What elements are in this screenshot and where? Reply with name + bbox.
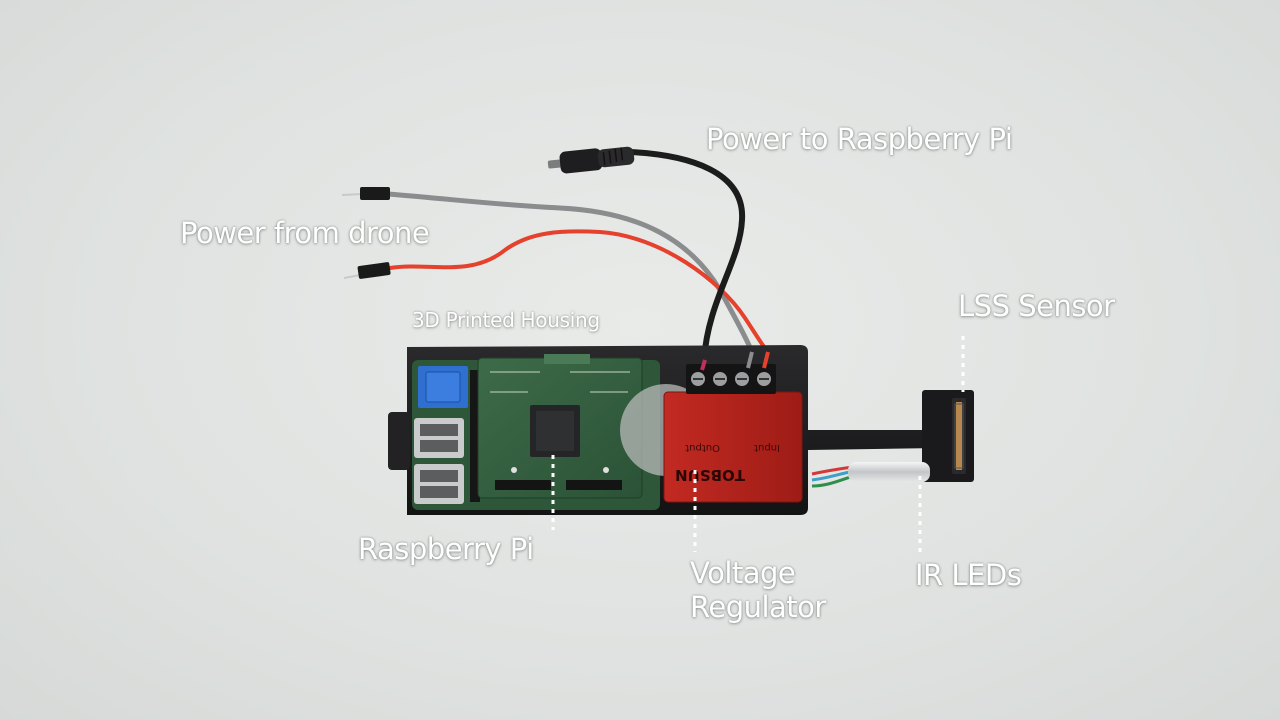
- label-ir-leds: IR LEDs: [915, 558, 1022, 592]
- micro-usb-plug-icon: [547, 146, 635, 174]
- label-raspberry-pi: Raspberry Pi: [358, 532, 534, 566]
- cpu-chip-icon: [530, 405, 580, 457]
- regulator-brand: TOBSUN: [675, 466, 745, 484]
- leader-lines: [551, 336, 965, 556]
- regulator-input-text: Input: [754, 442, 780, 453]
- label-power-to-raspberry-pi: Power to Raspberry Pi: [706, 122, 1013, 156]
- label-power-from-drone: Power from drone: [180, 216, 430, 250]
- label-lss-sensor: LSS Sensor: [958, 289, 1115, 323]
- ir-led-cable: [811, 462, 930, 488]
- label-voltage-regulator-line2: Regulator: [690, 590, 826, 624]
- gray-wire: [385, 191, 755, 355]
- label-3d-printed-housing: 3D Printed Housing: [412, 308, 600, 332]
- black-wire: [627, 149, 746, 363]
- usb-port-icon: [414, 464, 464, 504]
- sensor-window-icon: [954, 403, 964, 469]
- jumper-pin-icon: [341, 187, 390, 200]
- voltage-regulator: TOBSUN Output Input: [663, 391, 803, 503]
- jumper-pin-icon: [343, 262, 391, 279]
- red-wire: [388, 229, 770, 354]
- terminal-block-icon: [686, 364, 776, 394]
- hat-board: [477, 354, 643, 499]
- label-voltage-regulator-line1: Voltage: [690, 556, 796, 590]
- usb-port-icon: [414, 418, 464, 458]
- regulator-output-text: Output: [685, 442, 720, 453]
- lss-sensor-block: [922, 390, 974, 482]
